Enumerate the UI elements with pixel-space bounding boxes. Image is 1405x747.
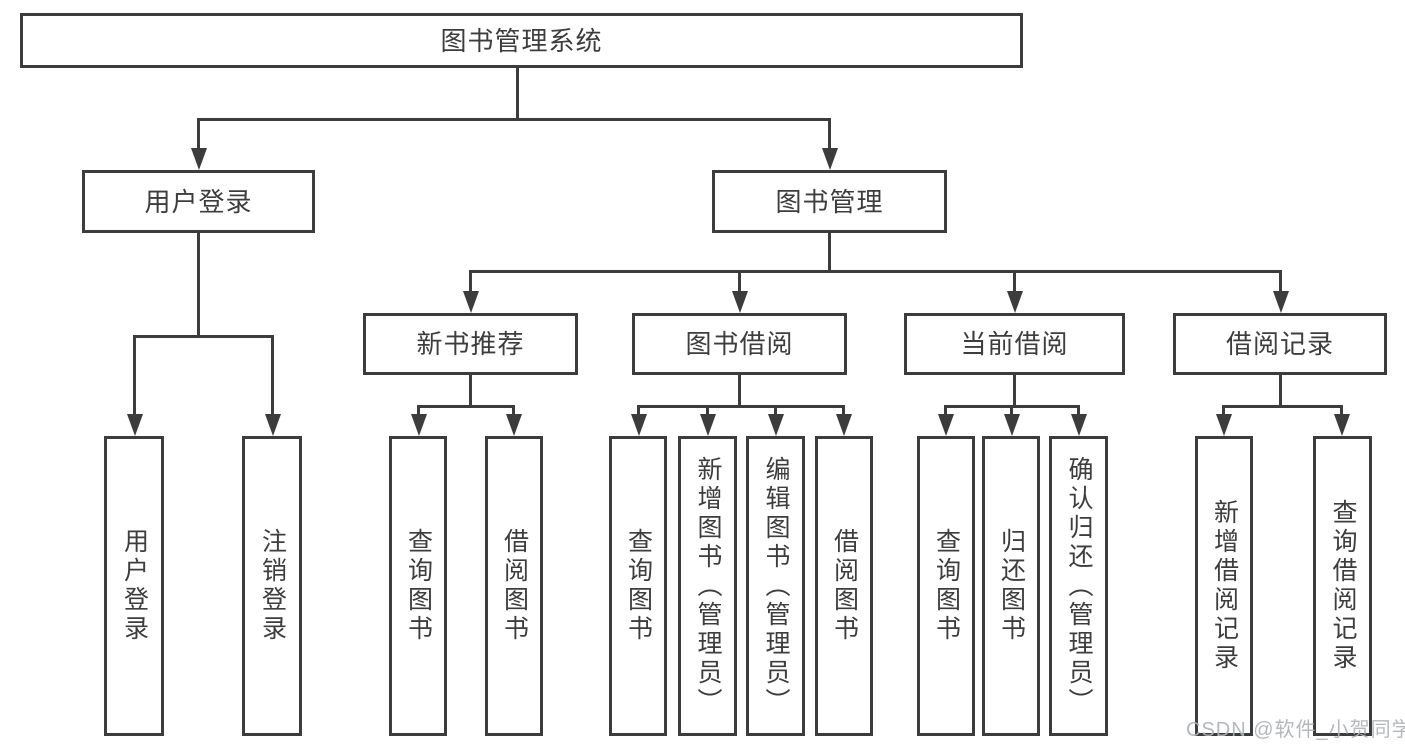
arrow-down-icon <box>774 405 777 414</box>
leaf-borrow-books-recommend: 借阅图书 <box>485 436 543 736</box>
connector-recommend-stem <box>469 375 472 405</box>
arrow-down-icon <box>512 405 515 414</box>
arrow-down-icon <box>1010 405 1013 414</box>
arrow-down-icon <box>706 405 709 414</box>
connector-root-split <box>197 118 831 121</box>
connector-current-stem <box>1013 375 1016 405</box>
leaf-logout: 注销登录 <box>242 436 302 736</box>
arrow-down-icon <box>133 335 136 414</box>
connector-records-stem <box>1279 375 1282 405</box>
leaf-add-borrow-record: 新增借阅记录 <box>1195 436 1253 736</box>
connector-user-login-stem <box>197 233 200 335</box>
node-library-system: 图书管理系统 <box>20 13 1023 68</box>
node-book-management: 图书管理 <box>712 170 947 233</box>
node-borrow-records: 借阅记录 <box>1173 313 1387 375</box>
arrow-down-icon <box>417 405 420 414</box>
arrow-down-icon <box>469 270 472 291</box>
arrow-down-icon <box>637 405 640 414</box>
leaf-return-books: 归还图书 <box>982 436 1040 736</box>
leaf-add-book-admin: 新增图书（管理员） <box>678 436 737 736</box>
leaf-user-login: 用户登录 <box>104 436 164 736</box>
arrow-down-icon <box>738 270 741 291</box>
arrow-down-icon <box>828 118 831 148</box>
arrow-down-icon <box>1013 270 1016 291</box>
node-book-borrow: 图书借阅 <box>632 313 847 375</box>
connector-borrow-stem <box>738 375 741 405</box>
arrow-down-icon <box>944 405 947 414</box>
arrow-down-icon <box>1340 405 1343 414</box>
node-current-borrow: 当前借阅 <box>904 313 1125 375</box>
connector-recommend-split <box>417 405 515 408</box>
leaf-query-books-borrow: 查询图书 <box>609 436 667 736</box>
leaf-edit-book-admin: 编辑图书（管理员） <box>746 436 805 736</box>
connector-user-login-split <box>133 335 274 338</box>
connector-book-mgmt-split <box>469 270 1281 273</box>
connector-root-stem <box>516 68 519 118</box>
node-new-book-recommend: 新书推荐 <box>363 313 578 375</box>
leaf-borrow-books: 借阅图书 <box>815 436 873 736</box>
arrow-down-icon <box>271 335 274 414</box>
watermark: CSDN @软件_小贺同学 <box>1186 719 1405 741</box>
arrow-down-icon <box>197 118 200 148</box>
leaf-query-borrow-record: 查询借阅记录 <box>1313 436 1372 736</box>
connector-records-split <box>1222 405 1342 408</box>
node-user-login: 用户登录 <box>82 170 315 233</box>
leaf-confirm-return-admin: 确认归还（管理员） <box>1049 436 1108 736</box>
arrow-down-icon <box>1279 270 1282 291</box>
arrow-down-icon <box>1222 405 1225 414</box>
leaf-query-books-current: 查询图书 <box>917 436 975 736</box>
connector-book-mgmt-stem <box>828 233 831 270</box>
arrow-down-icon <box>842 405 845 414</box>
arrow-down-icon <box>1077 405 1080 414</box>
connector-borrow-split <box>637 405 845 408</box>
leaf-query-books-recommend: 查询图书 <box>389 436 447 736</box>
